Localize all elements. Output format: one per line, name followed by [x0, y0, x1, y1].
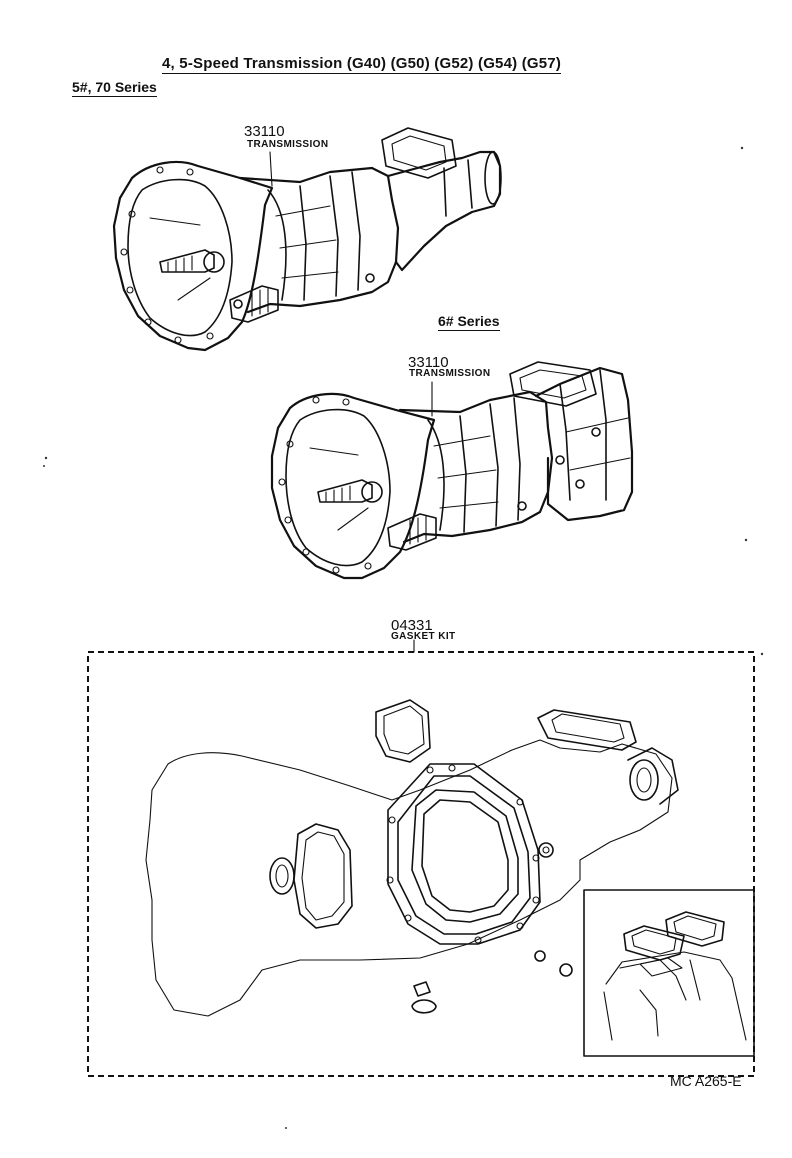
- transmission-illustration-1: [112, 127, 502, 352]
- part-number-transmission-2: 33110: [408, 354, 449, 371]
- series-label-6: 6# Series: [438, 313, 500, 331]
- series-label-5-70: 5#, 70 Series: [72, 79, 157, 97]
- part-number-transmission-1: 33110: [244, 123, 285, 140]
- transmission-illustration-2: [270, 361, 634, 580]
- part-name-transmission-2: TRANSMISSION: [409, 368, 491, 379]
- inset-illustration: [583, 889, 755, 1057]
- page-title: 4, 5-Speed Transmission (G40) (G50) (G52…: [162, 55, 562, 74]
- part-number-gasket-kit: 04331: [391, 617, 433, 634]
- reference-code: MC A265-E: [670, 1073, 742, 1089]
- gasket-kit-boundary: [87, 651, 755, 1077]
- part-name-gasket-kit: GASKET KIT: [391, 631, 456, 642]
- part-name-transmission-1: TRANSMISSION: [247, 139, 329, 150]
- gasket-kit-panel: [87, 639, 755, 1077]
